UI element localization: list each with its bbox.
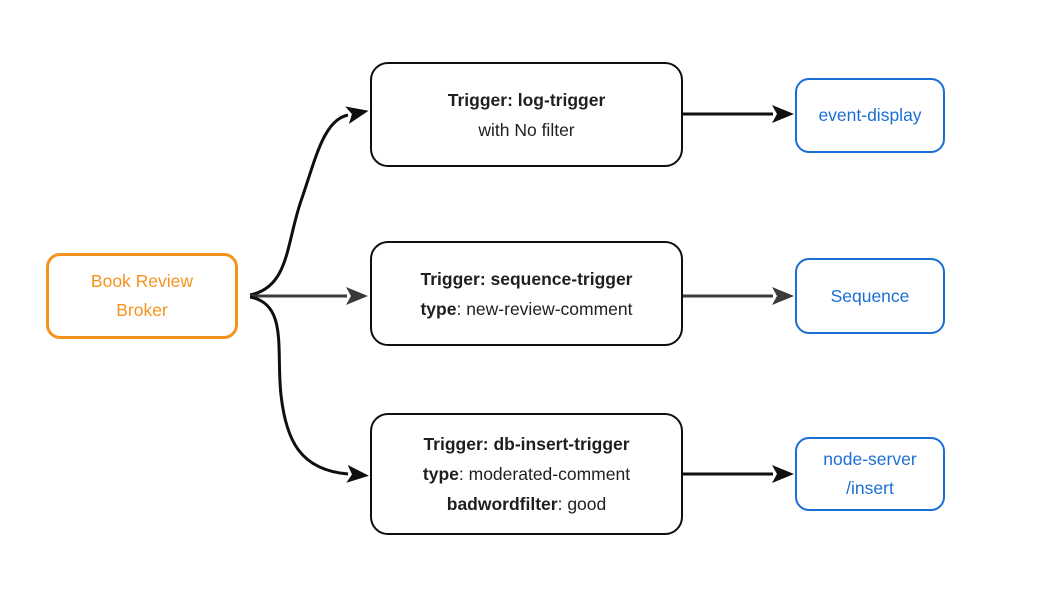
sink-node-event-display: event-display bbox=[795, 78, 945, 153]
sink-label-line: /insert bbox=[846, 478, 894, 498]
trigger-line: Trigger: db-insert-trigger bbox=[423, 434, 630, 454]
trigger-node-db-insert-trigger: Trigger: db-insert-trigger type: moderat… bbox=[370, 413, 683, 535]
sink-node-node-server-insert: node-server /insert bbox=[795, 437, 945, 511]
trigger-line: with No filter bbox=[478, 119, 575, 140]
trigger-line: type: moderated-comment bbox=[422, 464, 631, 484]
broker-label-line: Book Review bbox=[90, 271, 194, 291]
trigger-line: Trigger: log-trigger bbox=[447, 89, 606, 110]
sink-label-line: Sequence bbox=[830, 285, 910, 306]
broker-label-line: Broker bbox=[116, 300, 168, 320]
trigger-line: Trigger: sequence-trigger bbox=[420, 268, 633, 289]
broker-node: Book Review Broker bbox=[46, 253, 238, 339]
trigger-node-log-trigger: Trigger: log-trigger with No filter bbox=[370, 62, 683, 167]
sink-label-line: event-display bbox=[818, 105, 922, 125]
sink-label-line: node-server bbox=[823, 449, 917, 469]
trigger-line: badwordfilter: good bbox=[446, 494, 607, 514]
edge-broker-to-log-trigger bbox=[249, 106, 369, 297]
trigger-node-sequence-trigger: Trigger: sequence-trigger type: new-revi… bbox=[370, 241, 683, 346]
sink-node-sequence: Sequence bbox=[795, 258, 945, 334]
edge-broker-to-db-insert-trigger bbox=[249, 295, 369, 483]
trigger-line: type: new-review-comment bbox=[420, 298, 633, 319]
